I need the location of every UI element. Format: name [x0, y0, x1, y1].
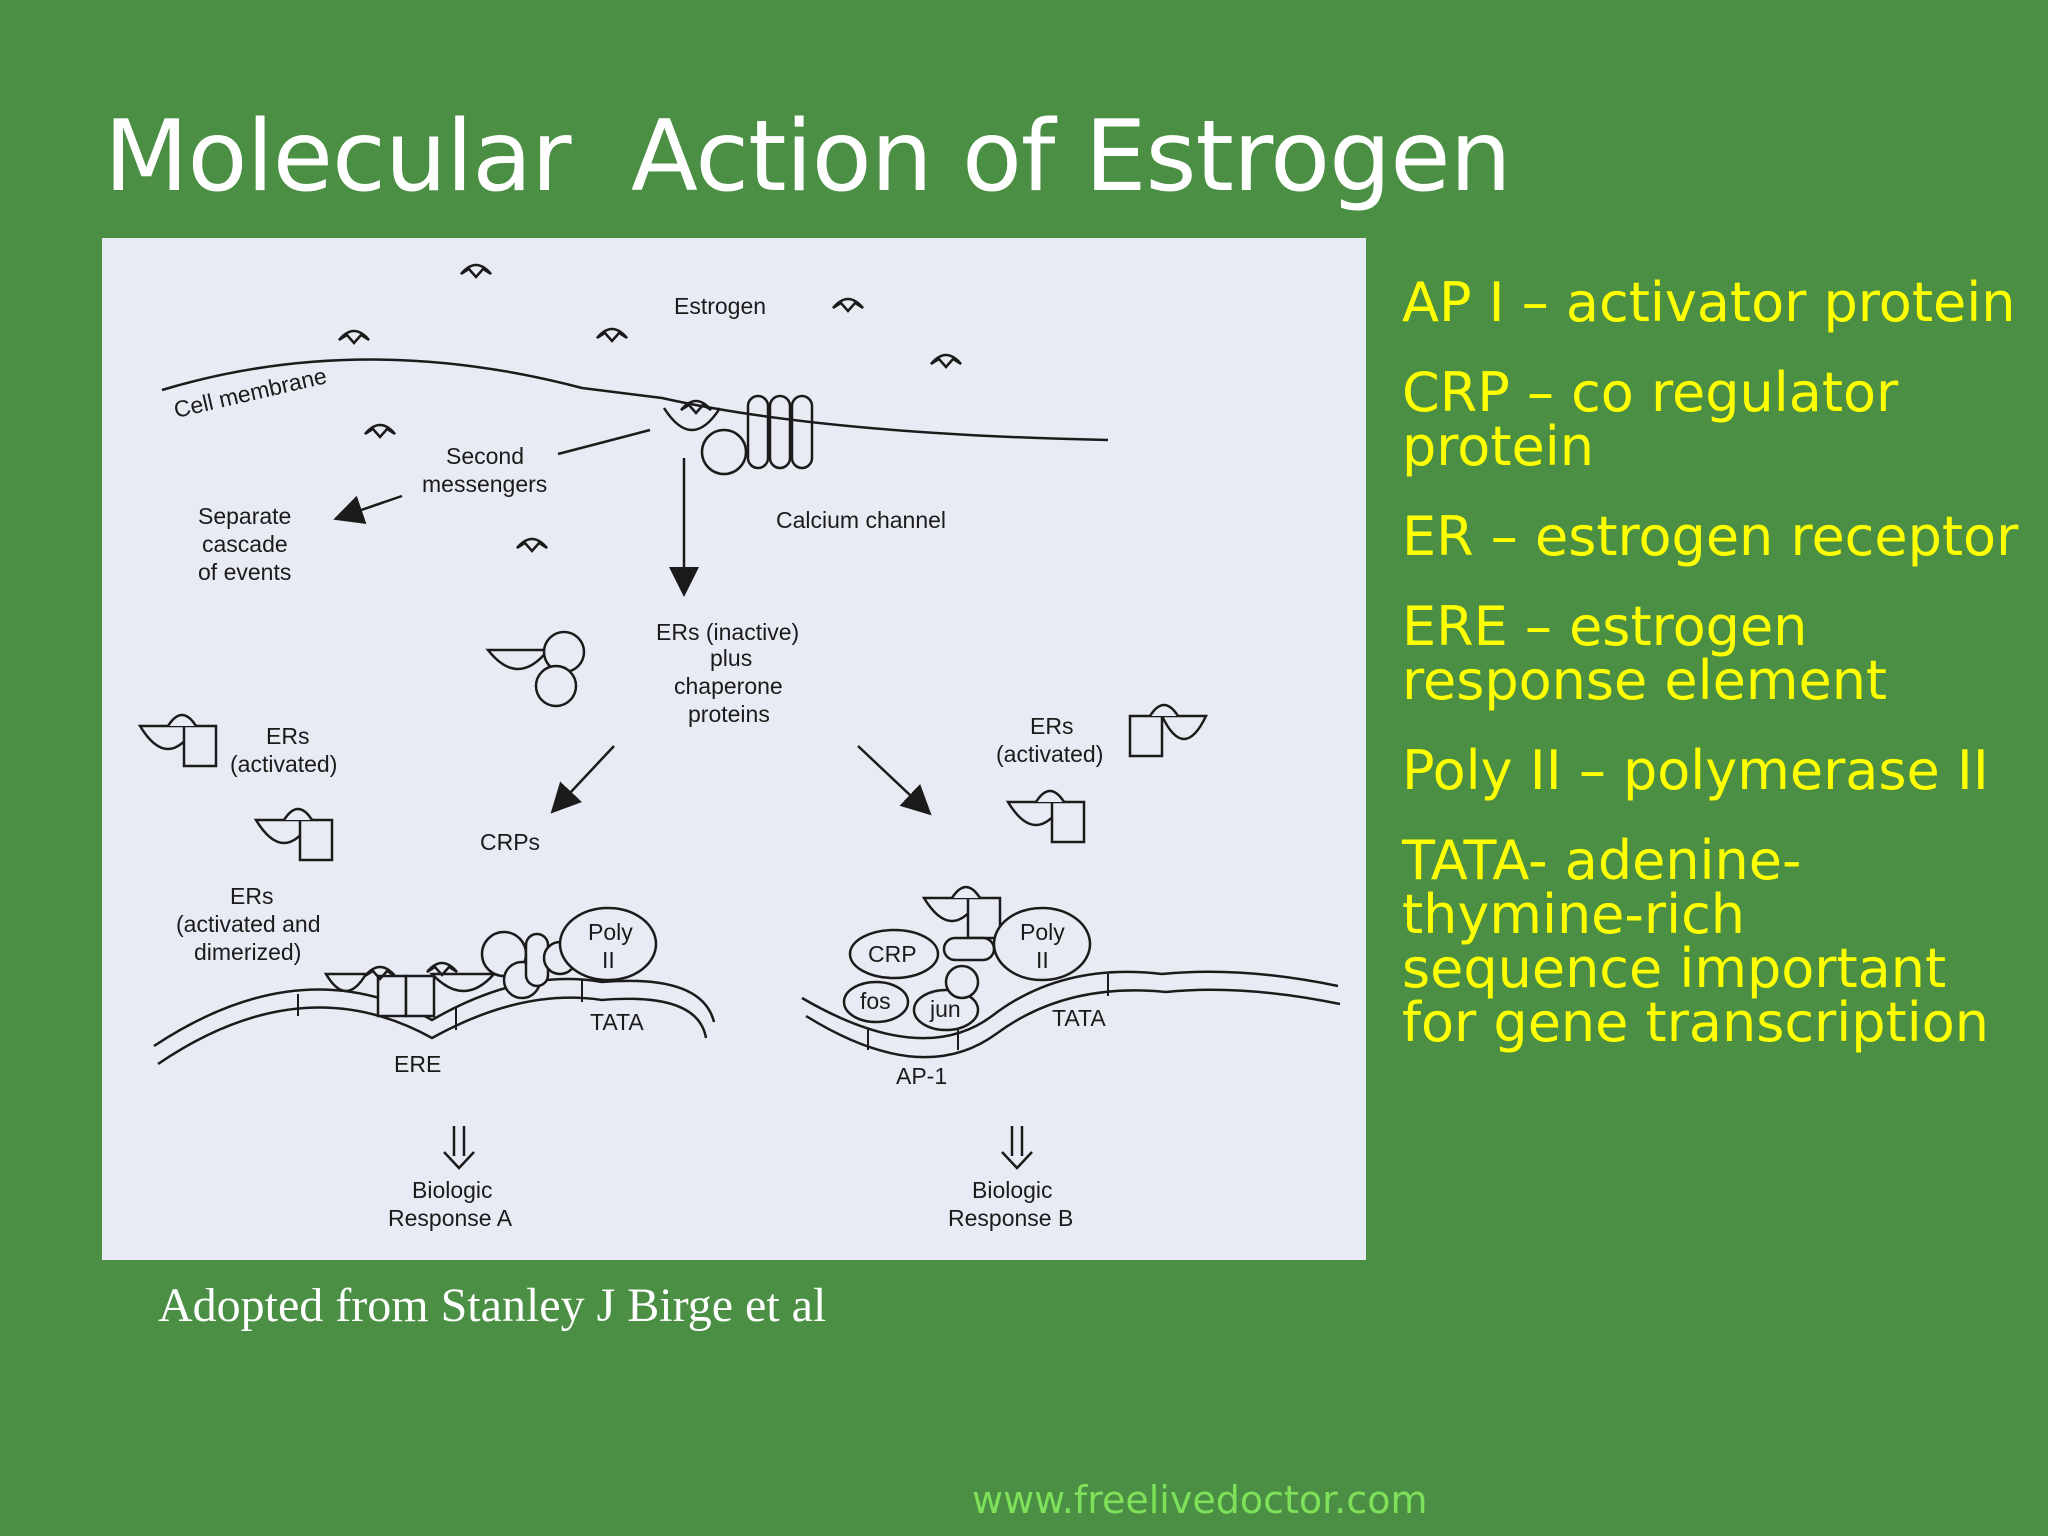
response-b-arrow [1001, 1126, 1033, 1170]
separate-cascade-label-1: Separate [198, 503, 291, 529]
er-activated-left-1 [138, 713, 218, 768]
poly-ii-left-shape [558, 906, 658, 982]
arrow-to-activated-ers [857, 745, 932, 816]
dna-left [153, 977, 716, 1066]
ere-label: ERE [394, 1051, 441, 1077]
cell-membrane-line [161, 358, 1109, 442]
crps-label: CRPs [480, 829, 540, 855]
footer-url: www.freelivedoctor.com [972, 1478, 1428, 1522]
slide-title: Molecular Action of Estrogen [104, 100, 1512, 214]
legend-item-tata: TATA- adenine-thymine-rich sequence impo… [1402, 829, 1989, 1054]
messenger-line [557, 428, 651, 456]
cell-membrane-label: Cell membrane [171, 362, 329, 422]
ers-activated-left-label-1: ERs [266, 723, 309, 749]
legend-item-ere: ERE – estrogen response element [1402, 595, 1888, 712]
ers-dimerized-label-2: (activated and [176, 911, 320, 937]
ers-activated-left-label-2: (activated) [230, 751, 337, 777]
poly-left-label-1: Poly [588, 919, 633, 945]
figure-caption: Adopted from Stanley J Birge et al [158, 1279, 827, 1332]
arrow-to-crps [550, 745, 615, 814]
second-messengers-label-2: messengers [422, 471, 547, 497]
response-a-label-2: Response A [388, 1205, 513, 1231]
tata-right-label: TATA [1052, 1005, 1106, 1031]
ap1-label: AP-1 [896, 1063, 947, 1089]
ers-activated-right-label-1: ERs [1030, 713, 1073, 739]
calcium-channel [746, 394, 814, 470]
ap1-complex [842, 885, 1002, 1032]
response-a-arrow [443, 1126, 475, 1170]
ers-dimerized-label-1: ERs [230, 883, 273, 909]
calcium-channel-label: Calcium channel [776, 507, 946, 533]
second-messengers-label-1: Second [446, 443, 524, 469]
ers-inactive-label-4: proteins [688, 701, 770, 727]
separate-cascade-label-2: cascade [202, 531, 288, 557]
cascade-arrow [333, 494, 403, 525]
ers-inactive-label-2: plus [710, 645, 752, 671]
tata-left-label: TATA [590, 1009, 644, 1035]
ers-dimerized-label-3: dimerized) [194, 939, 301, 965]
fos-label: fos [860, 988, 891, 1014]
estrogen-label: Estrogen [674, 293, 766, 319]
er-activated-right-1 [1128, 703, 1208, 758]
separate-cascade-label-3: of events [198, 559, 291, 585]
poly-right-label-2: II [1036, 947, 1049, 973]
response-a-label-1: Biologic [412, 1177, 493, 1203]
abbreviation-legend: AP I – activator protein CRP – co regula… [1402, 276, 2022, 1086]
response-b-label-1: Biologic [972, 1177, 1053, 1203]
ers-inactive-label-3: chaperone [674, 673, 783, 699]
inactive-er-complex [485, 630, 586, 708]
estrogen-action-diagram: Cell membrane Estrogen Calcium channel S… [102, 238, 1366, 1260]
crp-label: CRP [868, 941, 917, 967]
legend-item-crp: CRP – co regulator protein [1402, 361, 1899, 478]
diagram-svg: Cell membrane Estrogen Calcium channel S… [138, 263, 1341, 1231]
poly-right-label-1: Poly [1020, 919, 1065, 945]
ers-inactive-label-1: ERs (inactive) [656, 619, 799, 645]
legend-item-ap1: AP I – activator protein [1402, 271, 2016, 334]
dimerized-er-complex [323, 930, 578, 1018]
jun-label: jun [929, 996, 961, 1022]
membrane-receptor [662, 399, 748, 476]
dna-right [801, 970, 1341, 1059]
legend-item-poly: Poly II – polymerase II [1402, 739, 1989, 802]
response-b-label-2: Response B [948, 1205, 1073, 1231]
er-activated-right-2 [1006, 789, 1086, 844]
legend-item-er: ER – estrogen receptor [1402, 505, 2019, 568]
poly-left-label-2: II [602, 947, 615, 973]
ers-activated-right-label-2: (activated) [996, 741, 1103, 767]
er-activated-left-2 [254, 807, 334, 862]
poly-ii-right-shape [992, 906, 1092, 982]
